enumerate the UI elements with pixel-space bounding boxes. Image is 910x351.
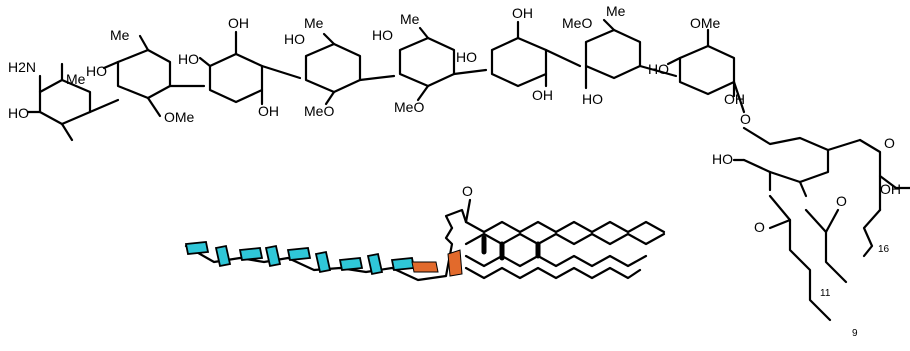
lipid-chain-1 [464,220,666,234]
sugar-unit-block-1 [184,241,210,255]
carbonyl-label-left: O [754,219,765,235]
methyl-label-1: Me [66,71,86,87]
bond-meo-5 [416,84,430,102]
sugar-ring-4 [304,42,362,94]
bond-ring9-ch2 [826,138,862,152]
carbonyl-label-mid: O [836,193,847,209]
bond-link-4 [358,74,396,82]
lipid-chain-3 [464,254,648,268]
hydroxyl-label-1: HO [8,105,29,121]
atom-labels: H2N Me HO Me HO OMe OH HO OH HO Me MeO H… [8,3,901,339]
bond-link-3 [260,64,302,80]
methoxy-label-5: MeO [394,99,424,115]
bond-ho-2 [102,60,120,70]
sugar-ring-3 [208,52,264,104]
methoxy-label-2: OMe [164,109,195,125]
hydroxyl-label-8b: OH [724,91,745,107]
bond-ho-8 [666,56,682,66]
carbonyl-label-schematic: O [462,183,473,199]
bond-link-6 [544,48,582,68]
cyclopropane-link [444,208,468,230]
bond-link-5 [452,68,488,76]
sugar-unit-block-3 [238,247,264,261]
hydroxyl-label-2: HO [86,63,107,79]
methyl-label-4: Me [304,15,324,31]
bond-me-4 [322,32,336,46]
hydroxyl-label-5: HO [372,27,393,43]
bond-carbonyl-mid [824,208,840,234]
bond-link-8 [732,80,746,114]
lipid-chain-2 [464,232,666,246]
hydroxyl-label-6b: HO [456,49,477,65]
hydroxyl-label-8a: HO [648,61,669,77]
methyl-label-7: Me [606,3,626,19]
linker-unit-block-upright [447,249,463,277]
bond-ester-9b [798,180,808,198]
hydroxyl-label-6a: OH [512,5,533,21]
hydroxyl-label-3c: OH [258,103,279,119]
schematic-chain: O [184,183,666,282]
hydroxyl-label-6c: OH [532,87,553,103]
methyl-label-2: Me [110,27,130,43]
bond-meo-4 [324,90,336,106]
sugar-unit-block-9 [390,257,416,271]
lipid-chain-4 [464,266,642,280]
hydroxyl-label-right: OH [880,181,901,197]
bond-ome-2 [146,96,162,118]
ester-carbonyl-label: O [884,135,895,151]
ester-arm-right [858,138,898,190]
sugar-unit-block-5 [286,247,312,261]
sugar-unit-block-8 [366,252,384,276]
bond-link-1 [88,98,120,114]
hydroxyl-label-3a: OH [228,15,249,31]
sugar-unit-block-2 [214,244,232,268]
bond-link-7 [638,64,678,78]
sugar-ring-5 [398,36,456,88]
bond-me-2 [138,34,150,52]
sugar-unit-block-7 [338,257,364,271]
sugar-unit-block-6 [314,250,332,274]
sugar-ring-8 [678,44,736,96]
glycosidic-oxygen-label: O [740,111,751,127]
hydroxyl-label-3b: HO [178,51,199,67]
hydroxyl-label-9: HO [712,151,733,167]
hydroxyl-label-4: HO [284,31,305,47]
bond-carbonyl-schematic [464,198,472,224]
sugar-ring-7 [584,28,642,80]
sugar-ring-9 [742,126,830,184]
bond-carbonyl-left [768,218,792,230]
sugar-unit-block-4 [264,244,282,268]
lipid-tail-mid [804,208,848,284]
bond-ho-3 [198,56,212,68]
oligosaccharide-backbone [26,18,910,322]
bond-me-1b [60,122,74,142]
lipid-tail-left [768,194,832,322]
amine-label: H2N [8,59,36,75]
sugar-unit-blocks [184,241,416,276]
methoxy-label-4: MeO [304,103,334,119]
methoxy-label-8: OMe [690,15,721,31]
methyl-label-5: Me [400,11,420,27]
sugar-ring-2 [116,48,172,100]
repeat-label-9: 9 [852,328,858,339]
linker-unit-block [411,261,439,273]
sugar-ring-6 [490,36,548,88]
repeat-label-11: 11 [820,288,831,299]
methoxy-label-7a: MeO [562,15,592,31]
hydroxyl-label-7: HO [582,91,603,107]
bond-me-7 [602,18,616,32]
alkyl-chain-right [862,208,882,258]
repeat-label-16: 16 [878,244,890,255]
bond-me-5 [418,26,430,40]
